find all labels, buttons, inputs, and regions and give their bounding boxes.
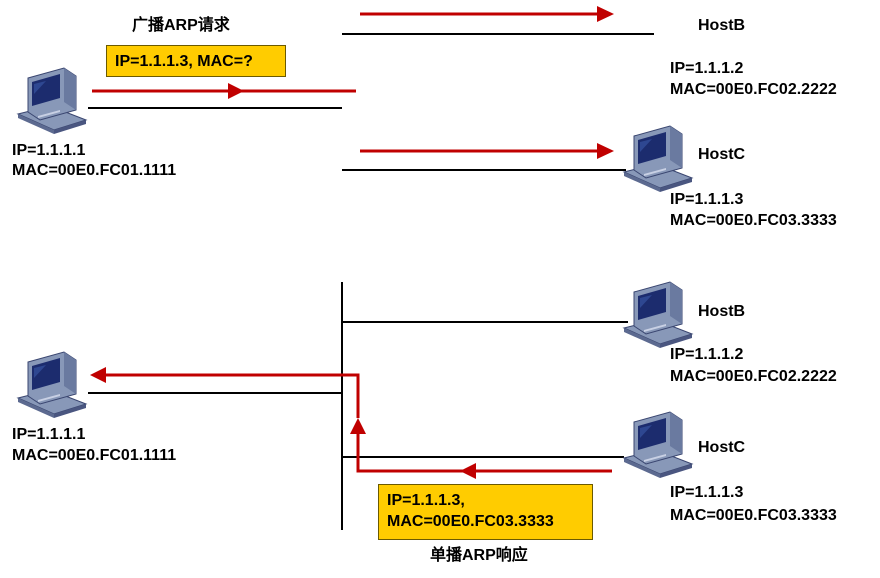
hostA-mac: MAC=00E0.FC01.1111 <box>12 162 177 179</box>
hostC-mac-2: MAC=00E0.FC03.3333 <box>670 507 837 524</box>
hostB-mac: MAC=00E0.FC02.2222 <box>670 81 837 98</box>
hostB-name: HostB <box>698 17 746 34</box>
computer-icon-hostA <box>17 67 87 135</box>
hostC-ip-2: IP=1.1.1.3 <box>670 484 744 501</box>
hostC-ip: IP=1.1.1.3 <box>670 191 744 208</box>
arp-reply-callout: IP=1.1.1.3, MAC=00E0.FC03.3333 <box>378 484 593 540</box>
hostB-name-2: HostB <box>698 303 746 320</box>
hostB-ip: IP=1.1.1.2 <box>670 60 744 77</box>
computer-icon-hostC <box>623 125 693 193</box>
hostB-ip-2: IP=1.1.1.2 <box>670 346 744 363</box>
unicast-title: 单播ARP响应 <box>430 547 528 564</box>
hostC-name: HostC <box>698 146 746 163</box>
unicast-section <box>17 281 693 530</box>
arp-request-text: IP=1.1.1.3, MAC=? <box>115 53 253 70</box>
computer-icon-hostB-2 <box>623 281 693 349</box>
unicast-arrow <box>90 367 612 479</box>
computer-icon-hostC-2 <box>623 411 693 479</box>
broadcast-arrow-3 <box>360 143 614 159</box>
computer-icon-hostA-2 <box>17 351 87 419</box>
hostC-name-2: HostC <box>698 439 746 456</box>
hostB-mac-2: MAC=00E0.FC02.2222 <box>670 368 837 385</box>
broadcast-title: 广播ARP请求 <box>132 17 230 34</box>
hostA-ip-2: IP=1.1.1.1 <box>12 426 86 443</box>
hostC-mac: MAC=00E0.FC03.3333 <box>670 212 837 229</box>
broadcast-section <box>17 6 693 193</box>
arp-request-callout: IP=1.1.1.3, MAC=? <box>106 45 286 77</box>
arp-reply-ip: IP=1.1.1.3, <box>387 492 465 509</box>
broadcast-arrow-1 <box>360 6 614 22</box>
hostA-ip: IP=1.1.1.1 <box>12 142 86 159</box>
broadcast-arrow-2 <box>92 83 356 99</box>
arp-reply-mac: MAC=00E0.FC03.3333 <box>387 513 554 530</box>
hostA-mac-2: MAC=00E0.FC01.1111 <box>12 447 177 464</box>
